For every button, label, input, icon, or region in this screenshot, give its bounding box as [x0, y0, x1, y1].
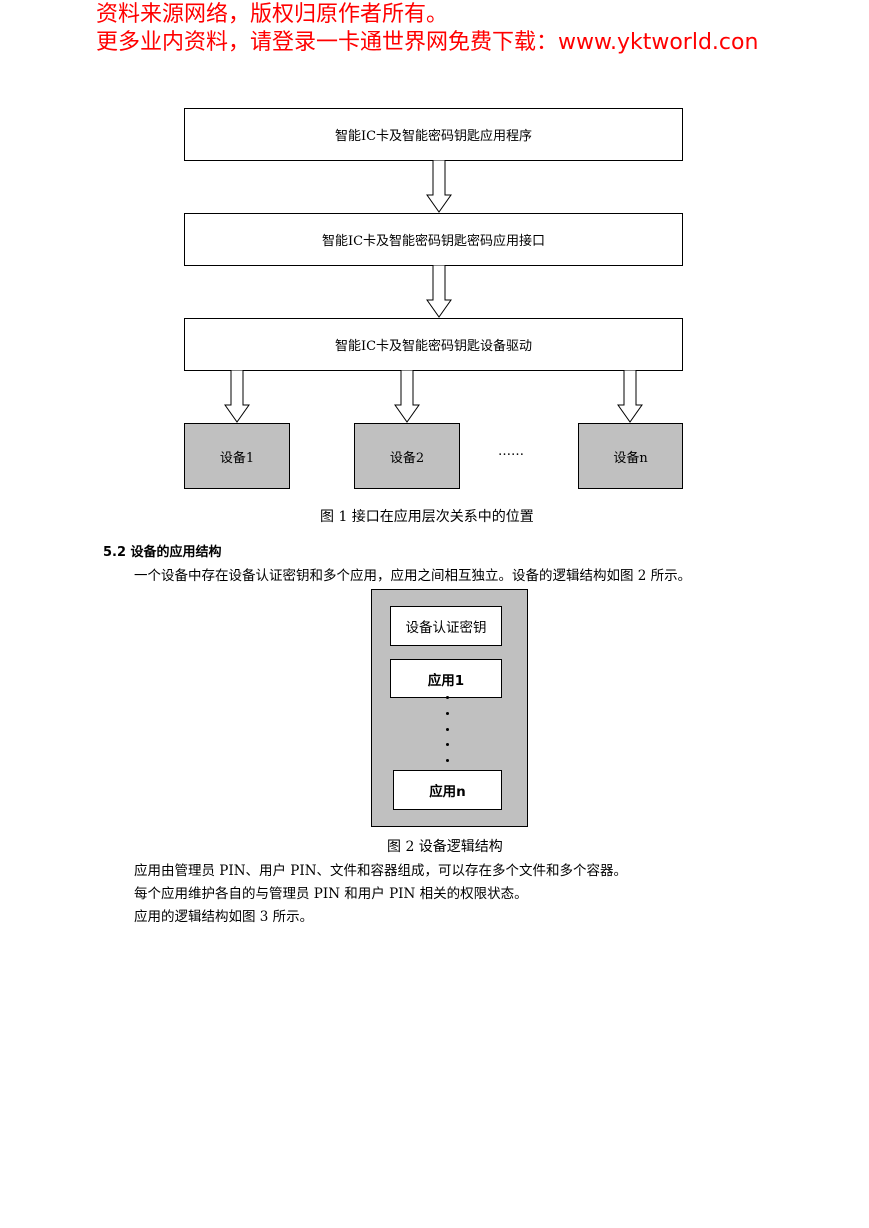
- device-box-n: 设备n: [578, 423, 683, 489]
- ellipsis-dot: [446, 696, 449, 699]
- down-arrow-icon: [224, 370, 250, 423]
- section-heading: 5.2 设备的应用结构: [103, 545, 222, 560]
- layer-crypto-interface: 智能IC卡及智能密码钥匙密码应用接口: [184, 213, 683, 266]
- layer-device-driver: 智能IC卡及智能密码钥匙设备驱动: [184, 318, 683, 371]
- down-arrow-icon: [394, 370, 420, 423]
- ellipsis-dot: [446, 712, 449, 715]
- ellipsis-dot: [446, 759, 449, 762]
- ellipsis-dot: [446, 728, 449, 731]
- watermark-line-2: 更多业内资料，请登录一卡通世界网免费下载：www.yktworld.con: [96, 30, 759, 55]
- paragraph-1: 应用由管理员 PIN、用户 PIN、文件和容器组成，可以存在多个文件和多个容器。: [134, 863, 628, 879]
- app-1-box: 应用1: [390, 659, 502, 698]
- layer-application-program: 智能IC卡及智能密码钥匙应用程序: [184, 108, 683, 161]
- device-ellipsis: ……: [498, 444, 524, 459]
- device-box-2: 设备2: [354, 423, 460, 489]
- down-arrow-icon: [426, 160, 452, 213]
- figure-1-caption: 图 1 接口在应用层次关系中的位置: [320, 509, 534, 525]
- paragraph-3: 应用的逻辑结构如图 3 所示。: [134, 909, 314, 925]
- section-intro: 一个设备中存在设备认证密钥和多个应用，应用之间相互独立。设备的逻辑结构如图 2 …: [134, 568, 692, 584]
- watermark-line-1: 资料来源网络，版权归原作者所有。: [96, 2, 449, 27]
- down-arrow-icon: [617, 370, 643, 423]
- ellipsis-dot: [446, 743, 449, 746]
- figure-2-caption: 图 2 设备逻辑结构: [387, 839, 503, 855]
- app-n-box: 应用n: [393, 770, 502, 810]
- down-arrow-icon: [426, 265, 452, 318]
- device-box-1: 设备1: [184, 423, 290, 489]
- auth-key-box: 设备认证密钥: [390, 606, 502, 646]
- paragraph-2: 每个应用维护各自的与管理员 PIN 和用户 PIN 相关的权限状态。: [134, 886, 528, 902]
